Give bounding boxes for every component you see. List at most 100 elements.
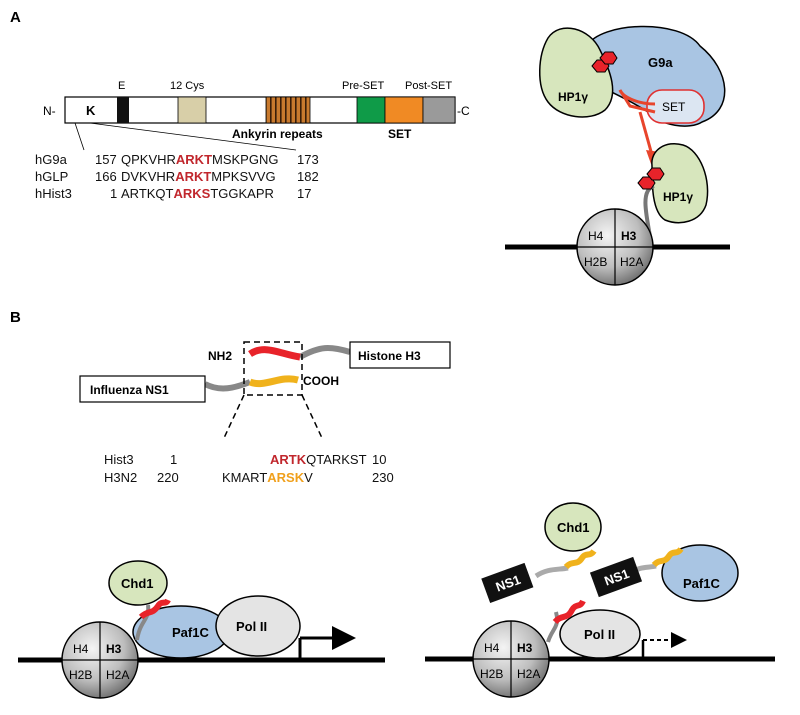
nh2-label: NH2 <box>208 349 232 363</box>
ns1-tail-b <box>651 547 684 568</box>
chd1-left <box>108 560 168 606</box>
hp1-top-label: HP1γ <box>558 90 588 104</box>
g9a-label: G9a <box>648 55 673 70</box>
seq-pre: ARTKQT <box>121 186 174 201</box>
ns1-tail-orange <box>248 375 299 388</box>
c-terminus-label: -C <box>457 104 470 118</box>
methylation-arrow-line <box>638 111 654 156</box>
ns1-inhibited-transcription: Pol II H4 H3 H2B H2A Chd1 NS1 Paf1C NS1 <box>425 502 775 698</box>
h3-label: H3 <box>106 642 122 656</box>
h2b-label: H2B <box>584 255 607 269</box>
seq-end: 230 <box>372 470 394 485</box>
methyl-mark-icon <box>599 51 618 65</box>
seq-pre: DVKVHR <box>121 169 175 184</box>
seq-start: 166 <box>95 169 117 184</box>
seq-row: hHist3 1 ARTKQTARKSTGGKAPR 17 <box>35 186 311 201</box>
hp1-top-shape <box>539 27 614 118</box>
seq-start: 1 <box>170 452 177 467</box>
set-domain-oval <box>646 89 705 124</box>
ankyrin-label: Ankyrin repeats <box>232 127 323 141</box>
k-domain-label: K <box>86 103 96 118</box>
h2a-label: H2A <box>106 668 129 682</box>
n-terminus-label: N- <box>43 104 56 118</box>
seq-motif: ARSK <box>267 470 304 485</box>
histone-h3-label: Histone H3 <box>358 349 421 363</box>
svg-text:DVKVHRARKTMPKSVVG: DVKVHRARKTMPKSVVG <box>121 169 276 184</box>
h2b-label: H2B <box>69 668 92 682</box>
active-transcription: Paf1C Pol II Chd1 H4 H3 H2B H2A <box>18 560 385 699</box>
hp1-nucleosome-a: HP1γ H4 H3 H2B H2A <box>505 143 730 286</box>
postset-label: Post-SET <box>405 80 452 92</box>
seq-motif: ARKT <box>176 152 212 167</box>
h4-label: H4 <box>73 642 89 656</box>
h3-tail-red <box>248 346 301 361</box>
ns1-box-a: NS1 <box>481 562 534 604</box>
methyl-mark-icon <box>637 176 656 190</box>
h3-tail-left <box>135 604 151 641</box>
panel-b-label: B <box>10 309 21 326</box>
seq-start: 1 <box>110 186 117 201</box>
seq-end: 10 <box>372 452 386 467</box>
seq-name: Hist3 <box>104 452 134 467</box>
seq-post: QTARKST <box>306 452 366 467</box>
mimicry-schematic: NH2 COOH Histone H3 Influenza NS1 <box>79 341 451 439</box>
pol2-right-label: Pol II <box>584 627 615 642</box>
zoom-box <box>243 341 303 396</box>
hp1-bottom-shape <box>651 143 709 224</box>
svg-text:KMARTARSKV: KMARTARSKV <box>222 470 313 485</box>
seq-name: H3N2 <box>104 470 137 485</box>
preset-label: Pre-SET <box>342 80 384 92</box>
cys-domain <box>177 96 207 124</box>
pol2-left-label: Pol II <box>236 619 267 634</box>
svg-text:ARTKQTARKST: ARTKQTARKST <box>270 452 367 467</box>
chd1-left-label: Chd1 <box>121 576 154 591</box>
seq-end: 173 <box>297 152 319 167</box>
preset-domain <box>356 96 386 124</box>
ns1-box-b-rect <box>589 556 643 598</box>
hp1-bottom-label: HP1γ <box>663 190 693 204</box>
paf1c-right-label: Paf1C <box>683 576 720 591</box>
methyl-mark-icon <box>646 167 665 181</box>
h3-tail-red-right <box>552 599 586 625</box>
h2a-label: H2A <box>517 667 540 681</box>
seq-motif: ARKT <box>175 169 211 184</box>
ankyrin-domain <box>265 96 311 124</box>
seq-row: hGLP 166 DVKVHRARKTMPKSVVG 182 <box>35 169 319 184</box>
ns1-tail-a <box>563 549 597 570</box>
influenza-ns1-box <box>79 375 206 403</box>
h3-label: H3 <box>621 229 637 243</box>
set-oval-label: SET <box>662 100 686 114</box>
pol2-right <box>559 609 641 659</box>
ns1-box-a-rect <box>481 562 534 604</box>
ns1-linker-a <box>534 565 569 579</box>
sequence-alignment-b: Hist3 1 ARTKQTARKST 10 H3N2 220 KMARTARS… <box>104 452 394 485</box>
seq-post: MSKPGNG <box>212 152 278 167</box>
h2a-label: H2A <box>620 255 643 269</box>
sequence-alignment-a: hG9a 157 QPKVHRARKTMSKPGNG 173 hGLP 166 … <box>35 152 319 201</box>
g9a-domain-bar: N- K E 12 Cys Ankyrin repeats Pre-SET SE… <box>43 80 470 151</box>
influenza-ns1-label: Influenza NS1 <box>90 383 169 397</box>
h3-label: H3 <box>517 641 533 655</box>
seq-motif: ARTK <box>270 452 307 467</box>
svg-text:QPKVHRARKTMSKPGNG: QPKVHRARKTMSKPGNG <box>121 152 278 167</box>
methylation-curve-arrow <box>618 89 656 114</box>
h4-label: H4 <box>588 229 604 243</box>
g9a-hp1-complex: G9a HP1γ SET <box>539 25 726 164</box>
zoom-line-left <box>74 122 85 151</box>
seq-pre: KMART <box>222 470 267 485</box>
seq-post: TGGKAPR <box>210 186 274 201</box>
seq-pre: QPKVHR <box>121 152 176 167</box>
h3-linker <box>298 345 351 360</box>
h4-label: H4 <box>484 641 500 655</box>
seq-name: hG9a <box>35 152 68 167</box>
svg-text:ARTKQTARKSTGGKAPR: ARTKQTARKSTGGKAPR <box>121 186 274 201</box>
chd1-right <box>544 502 602 552</box>
cooh-label: COOH <box>303 374 339 388</box>
seq-post: V <box>304 470 313 485</box>
panel-a-label: A <box>10 9 21 26</box>
postset-domain <box>422 96 456 124</box>
zoom-line-left <box>223 394 245 439</box>
seq-start: 220 <box>157 470 179 485</box>
ns1-box-b: NS1 <box>589 556 643 598</box>
